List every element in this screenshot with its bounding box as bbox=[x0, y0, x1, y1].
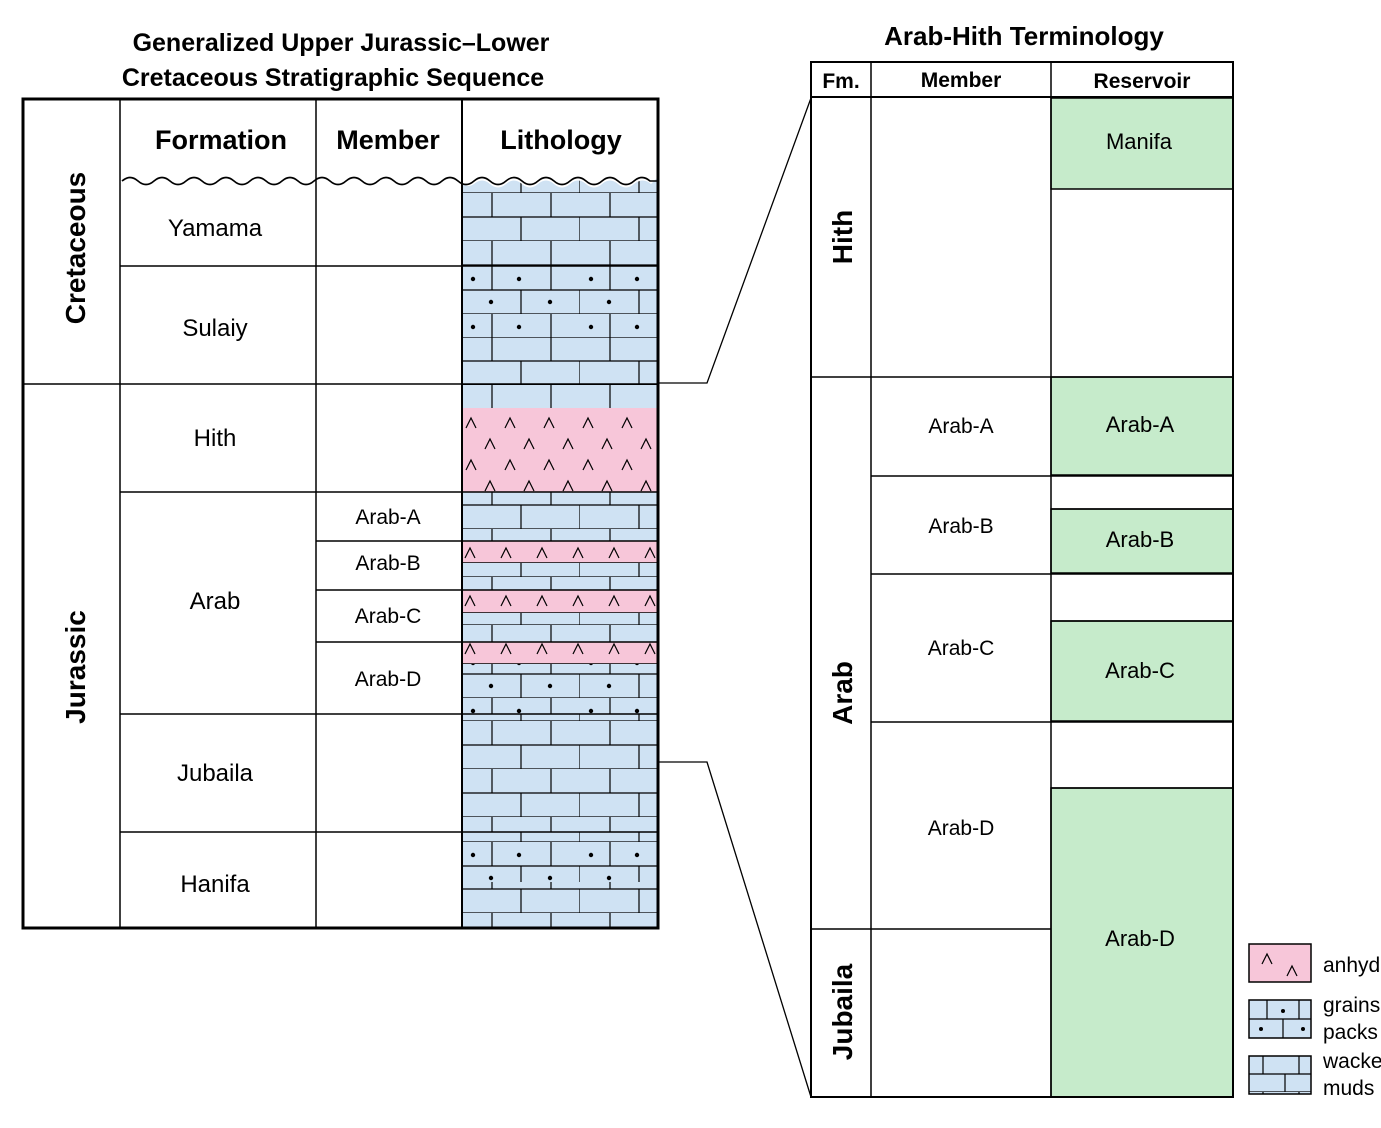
lithology-arab-c-wackestone bbox=[462, 613, 658, 642]
right-chart-grid bbox=[810, 61, 1234, 1098]
formation-yamama: Yamama bbox=[168, 215, 263, 242]
connector-top bbox=[658, 97, 812, 384]
legend-item-anhydrite: anhyd bbox=[1248, 943, 1380, 983]
lithology-arab-d-grainstone bbox=[462, 664, 658, 714]
lithology-yamama-wackestone bbox=[462, 178, 658, 266]
member-arab-d: Arab-D bbox=[355, 668, 422, 691]
legend-anhydrite-label: anhyd bbox=[1323, 954, 1380, 977]
reservoir-arab-b: Arab-B bbox=[1106, 527, 1174, 552]
legend-grainstone-lines bbox=[1249, 1000, 1311, 1038]
lithology-hanifa-wackestone bbox=[462, 882, 658, 928]
right-formation-arab: Arab bbox=[827, 661, 858, 725]
reservoir-arab-d: Arab-D bbox=[1105, 926, 1175, 951]
lithology-sulaiy-wackestone bbox=[462, 338, 658, 408]
lithology-arab-a-wackestone bbox=[462, 492, 658, 541]
member-arab-b: Arab-B bbox=[355, 552, 420, 575]
lithology-jubaila-wackestone bbox=[462, 714, 658, 832]
legend-wackestone-label-2: muds bbox=[1323, 1077, 1374, 1100]
left-chart-grid bbox=[21, 97, 660, 930]
reservoir-manifa: Manifa bbox=[1106, 129, 1173, 154]
header-formation: Formation bbox=[155, 125, 287, 155]
formation-arab: Arab bbox=[190, 588, 241, 615]
formation-sulaiy: Sulaiy bbox=[182, 315, 247, 342]
legend-wackestone-label: wacke bbox=[1322, 1050, 1381, 1073]
legend: anhyd grains packs wacke muds bbox=[1248, 943, 1381, 1100]
header-member: Member bbox=[336, 125, 440, 155]
period-jurassic: Jurassic bbox=[60, 610, 91, 724]
reservoir-arab-a: Arab-A bbox=[1106, 412, 1175, 437]
header-fm: Fm. bbox=[822, 70, 859, 93]
reservoir-arab-c-fill bbox=[1050, 620, 1234, 722]
right-formation-hith: Hith bbox=[827, 210, 858, 264]
legend-item-grainstone: grains packs bbox=[1248, 994, 1380, 1044]
legend-anhydrite-symbols bbox=[1261, 952, 1298, 977]
reservoir-arab-b-fill bbox=[1050, 508, 1234, 574]
period-cretaceous: Cretaceous bbox=[60, 172, 91, 325]
lithology-arab-d-anhydrite bbox=[461, 641, 659, 665]
lithology-column bbox=[461, 178, 659, 928]
reservoir-arab-c: Arab-C bbox=[1105, 658, 1175, 683]
connector-bottom bbox=[658, 761, 812, 1098]
lithology-arab-c-anhydrite bbox=[461, 589, 659, 614]
legend-grainstone-dot bbox=[1259, 1027, 1263, 1031]
legend-anhydrite-swatch bbox=[1248, 943, 1312, 983]
legend-grainstone-dot bbox=[1301, 1027, 1305, 1031]
lithology-arab-b-anhydrite bbox=[461, 540, 659, 564]
lithology-hanifa-grainstone bbox=[462, 832, 658, 882]
legend-grainstone-dot bbox=[1281, 1009, 1285, 1013]
lithology-arab-b-wackestone bbox=[462, 563, 658, 590]
formation-hith: Hith bbox=[194, 425, 237, 452]
left-chart-title-line1: Generalized Upper Jurassic–Lower bbox=[133, 29, 550, 57]
legend-grainstone-label-2: packs bbox=[1323, 1021, 1378, 1044]
right-member-arab-a: Arab-A bbox=[928, 415, 993, 438]
formation-hanifa: Hanifa bbox=[180, 871, 250, 898]
unconformity-line bbox=[121, 176, 657, 186]
right-formation-jubaila: Jubaila bbox=[827, 963, 858, 1060]
member-arab-a: Arab-A bbox=[355, 506, 420, 529]
legend-wackestone-swatch bbox=[1248, 1055, 1312, 1095]
header-reservoir: Reservoir bbox=[1094, 70, 1191, 93]
reservoir-arab-d-fill bbox=[1050, 787, 1234, 1098]
right-member-arab-c: Arab-C bbox=[928, 637, 995, 660]
legend-grainstone-label: grains bbox=[1323, 994, 1380, 1017]
header-lithology: Lithology bbox=[500, 125, 621, 155]
formation-jubaila: Jubaila bbox=[177, 760, 254, 787]
right-member-arab-b: Arab-B bbox=[928, 515, 993, 538]
member-arab-c: Arab-C bbox=[355, 605, 422, 628]
header-right-member: Member bbox=[921, 69, 1002, 92]
right-chart-title: Arab-Hith Terminology bbox=[884, 21, 1164, 51]
right-member-arab-d: Arab-D bbox=[928, 817, 995, 840]
unconformity-cover bbox=[463, 100, 657, 188]
lithology-hith-anhydrite bbox=[462, 408, 658, 492]
left-chart-title-line2: Cretaceous Stratigraphic Sequence bbox=[122, 64, 544, 92]
lithology-sulaiy-grainstone bbox=[462, 266, 658, 338]
legend-item-wackestone: wacke muds bbox=[1248, 1050, 1381, 1100]
